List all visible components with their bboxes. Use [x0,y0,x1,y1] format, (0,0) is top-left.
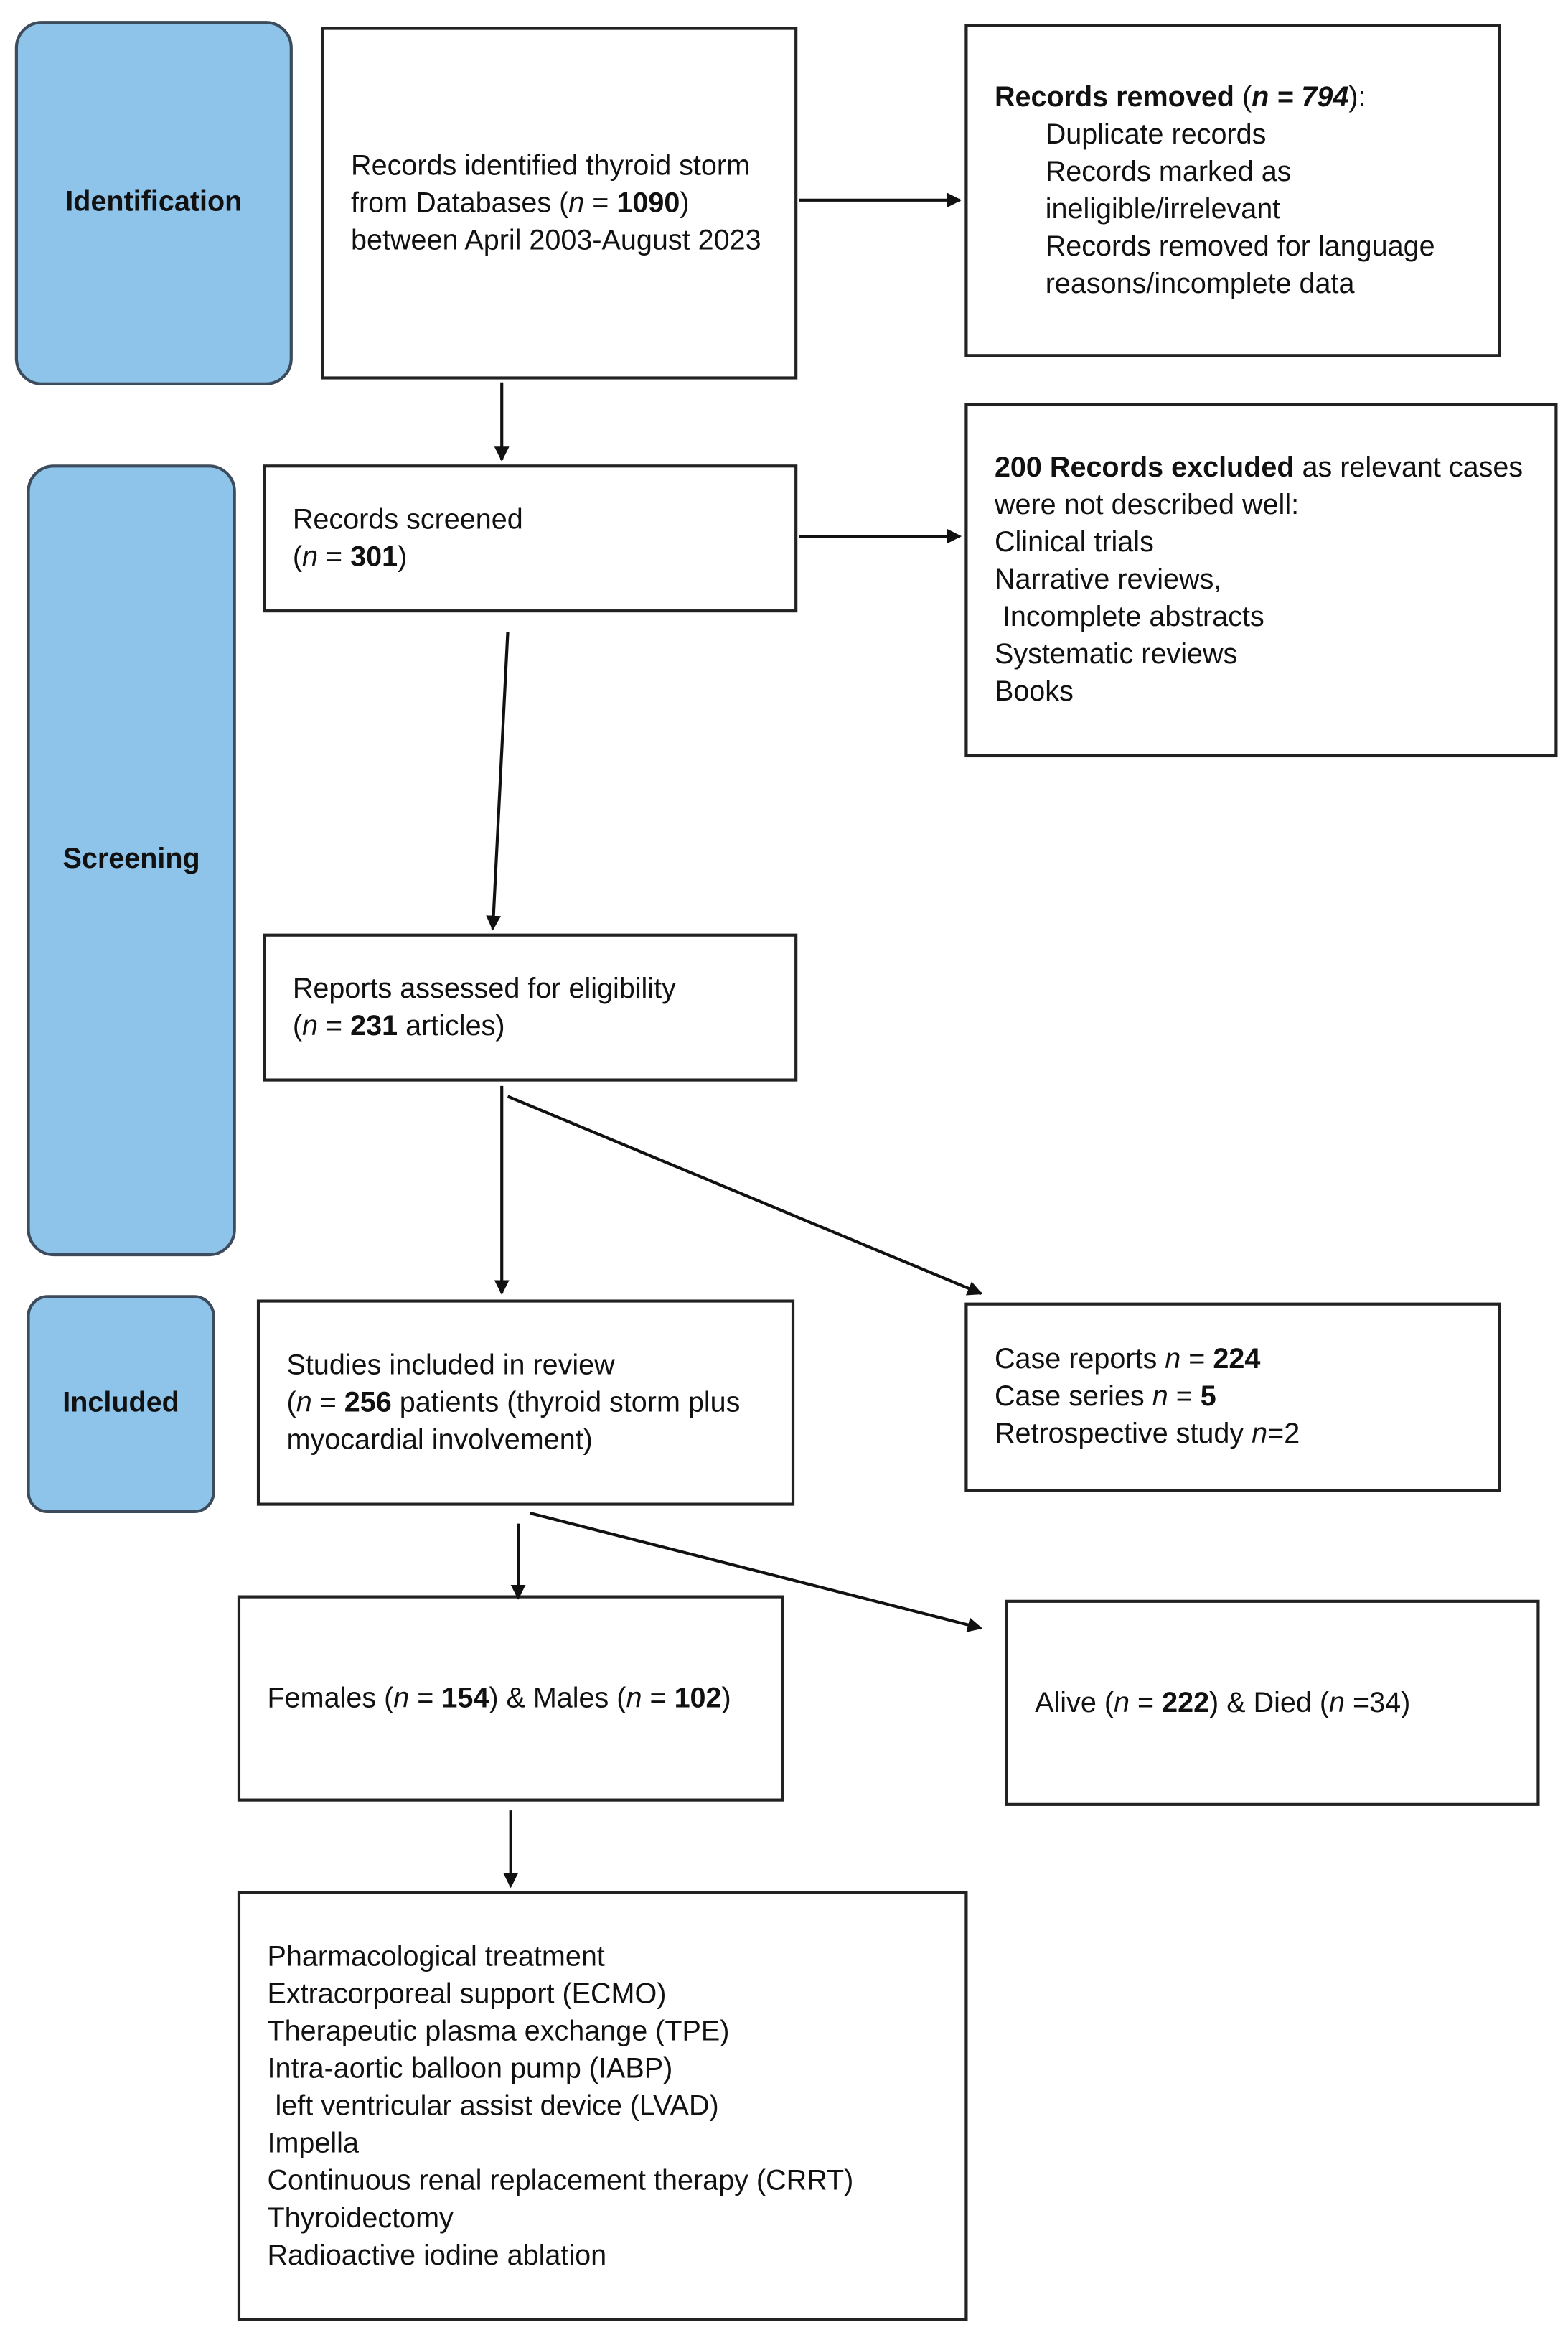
phase-included: Included [27,1295,215,1514]
removed-title: Records removed [994,81,1234,113]
records-identified-text: Records identified thyroid storm from Da… [351,150,761,256]
excluded-item: Clinical trials [994,527,1154,559]
excluded-item: Systematic reviews [994,639,1238,671]
treatment-item: left ventricular assist device (LVAD) [267,2090,719,2123]
screened-label: Records screened [292,504,523,536]
treatment-item: Pharmacological treatment [267,1941,605,1973]
phase-identification: Identification [14,21,293,385]
records-identified-box: Records identified thyroid storm from Da… [321,27,798,380]
excluded-item: Incomplete abstracts [994,602,1264,634]
removed-item: Records marked as ineligible/irrelevant [1045,156,1292,225]
sex-box: Females (n = 154) & Males (n = 102) [237,1595,784,1802]
screened-count: (n = 301) [292,541,408,574]
arrow [530,1512,983,1632]
excluded-title: 200 Records excluded as relevant cases w… [994,452,1524,522]
treatment-item: Continuous renal replacement therapy (CR… [267,2165,854,2197]
assessed-count: (n = 231 articles) [292,1010,505,1042]
reports-assessed-box: Reports assessed for eligibility (n = 23… [263,933,798,1082]
studies-label: Studies included in review [286,1349,615,1381]
treatments-box: Pharmacological treatment Extracorporeal… [237,1891,968,2321]
assessed-label: Reports assessed for eligibility [292,973,676,1005]
phase-label: Identification [65,187,243,218]
case-series: Case series n = 5 [994,1381,1216,1413]
arrow [486,632,510,931]
case-reports: Case reports n = 224 [994,1344,1261,1376]
removed-item: Records removed for language reasons/inc… [1045,230,1435,300]
excluded-item: Books [994,676,1074,708]
outcome-box: Alive (n = 222) & Died (n =34) [1005,1599,1540,1806]
treatment-item: Extracorporeal support (ECMO) [267,1978,667,2010]
phase-label: Included [62,1388,179,1419]
study-types-box: Case reports n = 224 Case series n = 5 R… [964,1302,1501,1492]
studies-included-box: Studies included in review (n = 256 pati… [256,1299,795,1506]
records-excluded-box: 200 Records excluded as relevant cases w… [964,403,1558,758]
removed-count: n = 794 [1252,81,1349,113]
retrospective-study: Retrospective study n=2 [994,1418,1300,1451]
outcome-text: Alive (n = 222) & Died (n =34) [1035,1687,1411,1719]
phase-label: Screening [62,843,200,876]
treatment-item: Intra-aortic balloon pump (IABP) [267,2053,673,2085]
records-screened-box: Records screened (n = 301) [263,464,798,613]
treatment-item: Impella [267,2128,359,2160]
excluded-item: Narrative reviews, [994,564,1222,596]
treatment-item: Therapeutic plasma exchange (TPE) [267,2016,730,2048]
treatment-item: Thyroidectomy [267,2202,454,2235]
studies-count: (n = 256 patients (thyroid storm plus my… [286,1387,741,1456]
removed-item: Duplicate records [1045,118,1267,151]
sex-text: Females (n = 154) & Males (n = 102) [267,1683,731,1714]
arrow [507,1095,983,1296]
records-removed-box: Records removed (n = 794): Duplicate rec… [964,24,1501,357]
treatment-item: Radioactive iodine ablation [267,2240,607,2272]
phase-screening: Screening [27,464,236,1257]
